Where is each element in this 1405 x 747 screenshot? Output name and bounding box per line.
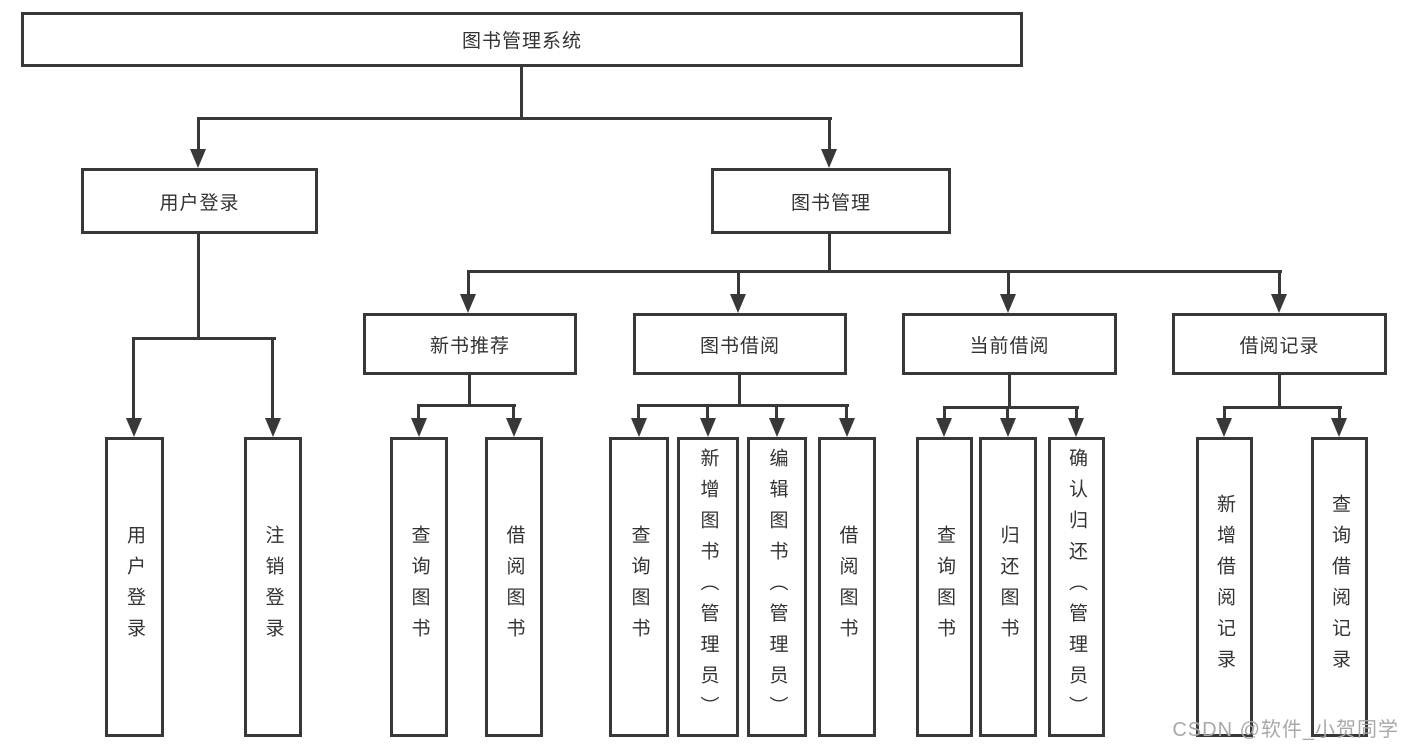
connector-newbook-rail bbox=[417, 404, 516, 407]
leaf-borrow-books-recommend: 借阅图书 bbox=[485, 437, 543, 737]
connector-records-down bbox=[1278, 375, 1281, 408]
node-book-borrowing: 图书借阅 bbox=[633, 313, 847, 375]
connector-current-down bbox=[1008, 375, 1011, 408]
leaf-query-books-current-label: 查询图书 bbox=[934, 525, 955, 649]
leaf-logout: 注销登录 bbox=[244, 437, 302, 737]
leaf-borrow-books-recommend-label: 借阅图书 bbox=[503, 525, 525, 649]
arrow-bb-leaf2-icon bbox=[700, 418, 716, 437]
connector-bb-leaf1-stem bbox=[637, 404, 640, 418]
connector-user-down bbox=[197, 234, 200, 340]
leaf-query-borrow-record: 查询借阅记录 bbox=[1311, 437, 1368, 737]
leaf-borrow-books: 借阅图书 bbox=[818, 437, 876, 737]
connector-records-rail bbox=[1223, 406, 1342, 409]
arrow-cb-leaf1-icon bbox=[936, 418, 952, 437]
connector-nb-leaf1-stem bbox=[417, 404, 420, 418]
arrow-br-leaf2-icon bbox=[1331, 418, 1347, 437]
leaf-user-login: 用户登录 bbox=[105, 437, 164, 737]
connector-bb-leaf4-stem bbox=[845, 404, 848, 418]
leaf-logout-label: 注销登录 bbox=[262, 525, 284, 649]
leaf-query-borrow-record-label: 查询借阅记录 bbox=[1329, 494, 1350, 680]
leaf-confirm-return-admin: 确认归还（管理员） bbox=[1048, 437, 1105, 737]
connector-cb-leaf1-stem bbox=[943, 406, 946, 418]
arrow-borrowing-icon bbox=[730, 294, 746, 313]
leaf-query-books-borrow: 查询图书 bbox=[609, 437, 669, 737]
node-user-login: 用户登录 bbox=[81, 168, 318, 234]
connector-bm-down bbox=[828, 234, 831, 273]
node-user-login-label: 用户登录 bbox=[159, 192, 240, 214]
connector-user-login-stem bbox=[197, 117, 200, 149]
node-new-book-recommend-label: 新书推荐 bbox=[429, 335, 510, 357]
connector-level1-rail bbox=[197, 117, 832, 120]
node-borrowing-records-label: 借阅记录 bbox=[1239, 335, 1320, 357]
connector-cb-leaf3-stem bbox=[1075, 406, 1078, 418]
connector-leaf-logout-stem bbox=[271, 337, 274, 418]
arrow-cb-leaf2-icon bbox=[1000, 418, 1016, 437]
arrow-bb-leaf1-icon bbox=[631, 418, 647, 437]
connector-bb-leaf3-stem bbox=[775, 404, 778, 418]
connector-bb-leaf2-stem bbox=[706, 404, 709, 418]
connector-newbook-down bbox=[468, 375, 471, 407]
arrow-leaf-user-login-icon bbox=[126, 418, 142, 437]
connector-book-management-stem bbox=[828, 117, 831, 149]
leaf-add-borrow-record: 新增借阅记录 bbox=[1196, 437, 1253, 737]
arrow-br-leaf1-icon bbox=[1216, 418, 1232, 437]
leaf-query-books-borrow-label: 查询图书 bbox=[628, 525, 650, 649]
node-root: 图书管理系统 bbox=[21, 12, 1023, 67]
connector-newbook-stem bbox=[467, 270, 470, 294]
node-book-management: 图书管理 bbox=[711, 168, 951, 234]
node-book-management-label: 图书管理 bbox=[790, 192, 871, 214]
connector-level2-rail bbox=[467, 270, 1282, 273]
connector-cb-leaf2-stem bbox=[1006, 406, 1009, 418]
arrow-nb-leaf1-icon bbox=[411, 418, 427, 437]
connector-leaf-user-login-stem bbox=[132, 337, 135, 418]
leaf-add-books-admin-label: 新增图书（管理员） bbox=[697, 447, 719, 727]
node-current-borrowing-label: 当前借阅 bbox=[969, 335, 1050, 357]
connector-current-stem bbox=[1007, 270, 1010, 294]
connector-borrowing-stem bbox=[737, 270, 740, 294]
arrow-user-login-icon bbox=[190, 149, 206, 168]
leaf-borrow-books-label: 借阅图书 bbox=[836, 525, 858, 649]
connector-root-stem bbox=[520, 67, 523, 119]
leaf-add-books-admin: 新增图书（管理员） bbox=[677, 437, 739, 737]
csdn-watermark: CSDN @软件_小贺同学 bbox=[1172, 719, 1399, 741]
connector-current-rail bbox=[943, 406, 1079, 409]
arrow-cb-leaf3-icon bbox=[1068, 418, 1084, 437]
leaf-return-books: 归还图书 bbox=[979, 437, 1037, 737]
connector-records-stem bbox=[1278, 270, 1281, 294]
node-root-label: 图书管理系统 bbox=[461, 31, 582, 52]
arrow-current-icon bbox=[1000, 294, 1016, 313]
node-new-book-recommend: 新书推荐 bbox=[363, 313, 577, 375]
node-borrowing-records: 借阅记录 bbox=[1172, 313, 1387, 375]
leaf-add-borrow-record-label: 新增借阅记录 bbox=[1214, 494, 1235, 680]
arrow-newbook-icon bbox=[460, 294, 476, 313]
leaf-edit-books-admin: 编辑图书（管理员） bbox=[747, 437, 807, 737]
leaf-query-books-recommend-label: 查询图书 bbox=[408, 525, 430, 649]
leaf-query-books-recommend: 查询图书 bbox=[390, 437, 448, 737]
leaf-confirm-return-admin-label: 确认归还（管理员） bbox=[1066, 447, 1087, 727]
leaf-return-books-label: 归还图书 bbox=[997, 525, 1019, 649]
leaf-user-login-label: 用户登录 bbox=[124, 525, 145, 649]
connector-br-leaf2-stem bbox=[1338, 406, 1341, 418]
arrow-records-icon bbox=[1271, 294, 1287, 313]
arrow-bb-leaf4-icon bbox=[839, 418, 855, 437]
node-current-borrowing: 当前借阅 bbox=[902, 313, 1117, 375]
connector-borrowing-down bbox=[738, 375, 741, 407]
arrow-nb-leaf2-icon bbox=[506, 418, 522, 437]
arrow-bb-leaf3-icon bbox=[769, 418, 785, 437]
node-book-borrowing-label: 图书借阅 bbox=[699, 335, 780, 357]
arrow-book-management-icon bbox=[821, 149, 837, 168]
connector-borrowing-rail bbox=[637, 404, 849, 407]
leaf-query-books-current: 查询图书 bbox=[916, 437, 973, 737]
connector-user-rail bbox=[132, 337, 276, 340]
connector-nb-leaf2-stem bbox=[512, 404, 515, 418]
connector-br-leaf1-stem bbox=[1223, 406, 1226, 418]
leaf-edit-books-admin-label: 编辑图书（管理员） bbox=[766, 447, 788, 727]
arrow-leaf-logout-icon bbox=[265, 418, 281, 437]
